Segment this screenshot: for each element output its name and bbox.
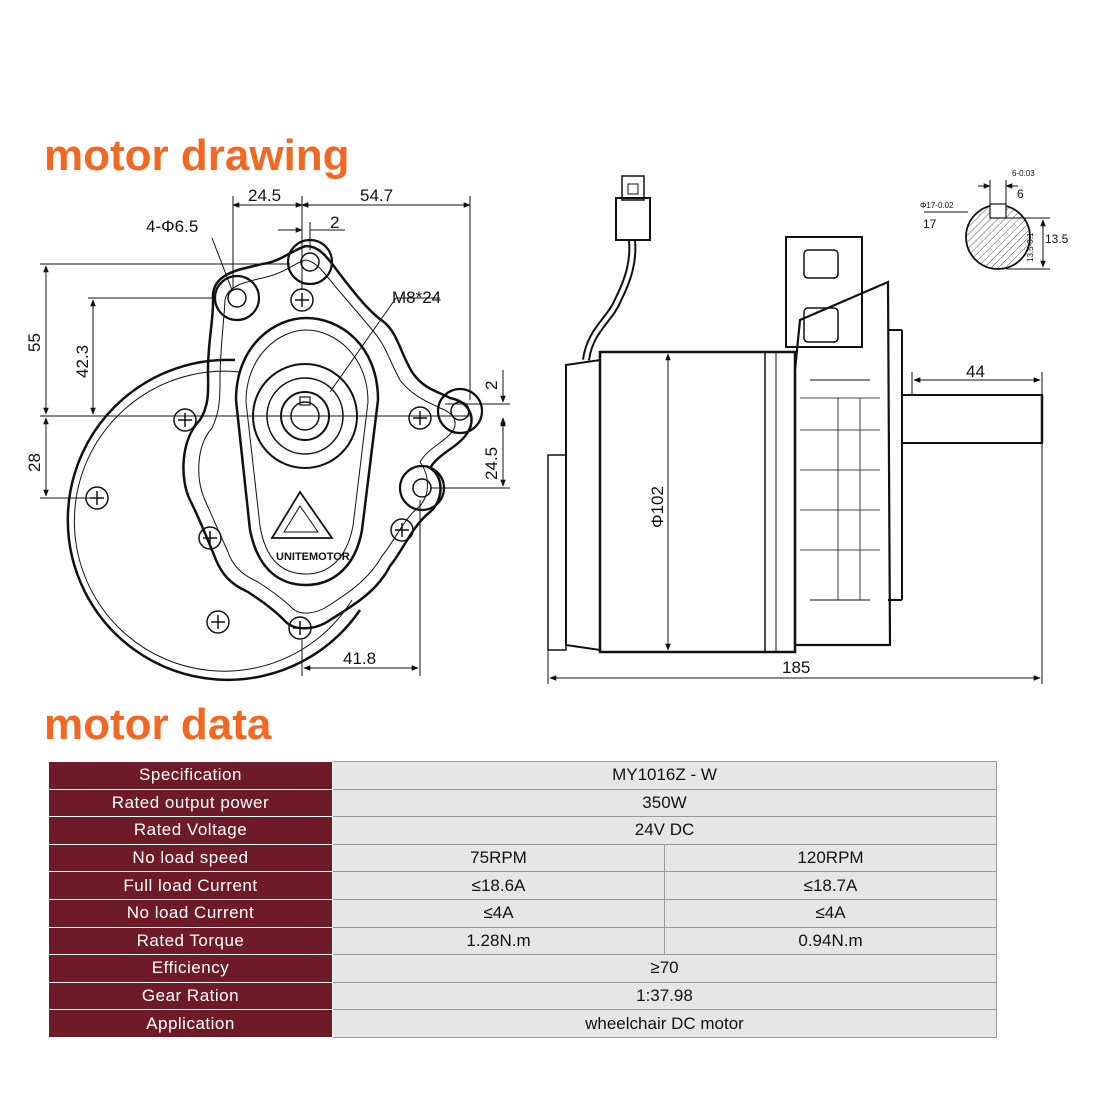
front-view [66,238,484,682]
spec-value-120rpm: ≤4A [664,898,997,928]
motor-technical-drawing: UNITEMOTOR 24.5 54.7 2 4-Φ6.5 M8*24 55 4… [25,169,1069,684]
dim-2-top: 2 [330,213,339,232]
side-dimension-lines [547,353,1043,684]
spec-value-75rpm: 75RPM [332,843,665,873]
key-depth-tolerance: 13.5-0.1 [1026,232,1035,262]
spec-value-120rpm: 0.94N.m [664,926,997,956]
key-width: 6 [1017,187,1024,201]
table-row: Rated Voltage 24V DC [48,816,997,845]
table-row: Application wheelchair DC motor [48,1009,997,1038]
spec-value: MY1016Z - W [332,761,997,790]
spec-table: Specification MY1016Z - W Rated output p… [48,761,997,1038]
spec-label: No load speed [48,843,333,873]
dim-28: 28 [25,453,44,472]
table-row: Gear Ration 1:37.98 [48,981,997,1011]
key-depth: 13.5 [1045,232,1069,246]
spec-label: Rated output power [48,788,333,818]
side-view [547,175,1044,654]
spec-label: Specification [48,761,333,790]
dim-shaft-length: 44 [966,362,985,381]
table-row: Full load Current ≤18.6A ≤18.7A [48,871,997,900]
spec-value-75rpm: ≤4A [332,898,665,928]
dim-length: 185 [782,658,810,677]
table-row: Specification MY1016Z - W [48,761,997,790]
spec-label: Rated Voltage [48,816,333,845]
dim-hole-count: 4-Φ6.5 [146,217,198,236]
spec-label: Gear Ration [48,981,333,1011]
spec-value-75rpm: ≤18.6A [332,871,665,900]
dim-55: 55 [25,333,44,352]
table-row: No load Current ≤4A ≤4A [48,898,997,928]
shaft-diameter-tolerance: Φ17-0.02 [920,201,954,210]
dim-thread: M8*24 [392,288,441,307]
spec-label: Full load Current [48,871,333,900]
spec-label: No load Current [48,898,333,928]
table-row: Rated output power 350W [48,788,997,818]
spec-value: ≥70 [332,954,997,983]
dim-24-5-top: 24.5 [248,186,281,205]
table-row: No load speed 75RPM 120RPM [48,843,997,873]
dim-24-5-right: 24.5 [482,447,501,480]
spec-value: wheelchair DC motor [332,1009,997,1038]
spec-value: 24V DC [332,816,997,845]
spec-value: 1:37.98 [332,981,997,1011]
key-width-tolerance: 6-0.03 [1012,169,1035,178]
spec-value-75rpm: 1.28N.m [332,926,665,956]
table-row: Efficiency ≥70 [48,954,997,983]
spec-label: Application [48,1009,333,1038]
dim-54-7: 54.7 [360,186,393,205]
dim-42-3: 42.3 [73,345,92,378]
logo-text: UNITEMOTOR [276,551,350,563]
table-row: Rated Torque 1.28N.m 0.94N.m [48,926,997,956]
spec-label: Efficiency [48,954,333,983]
front-dimension-lines [40,196,510,676]
dim-2-right: 2 [482,381,501,390]
dim-diameter: Φ102 [648,486,667,528]
shaft-diameter: 17 [923,217,937,231]
heading-motor-drawing: motor drawing [44,131,350,180]
heading-motor-data: motor data [44,700,272,749]
spec-value-120rpm: 120RPM [664,843,997,873]
spec-value-120rpm: ≤18.7A [664,871,997,900]
spec-value: 350W [332,788,997,818]
shaft-section [924,180,1050,270]
spec-label: Rated Torque [48,926,333,956]
dim-41-8: 41.8 [343,649,376,668]
